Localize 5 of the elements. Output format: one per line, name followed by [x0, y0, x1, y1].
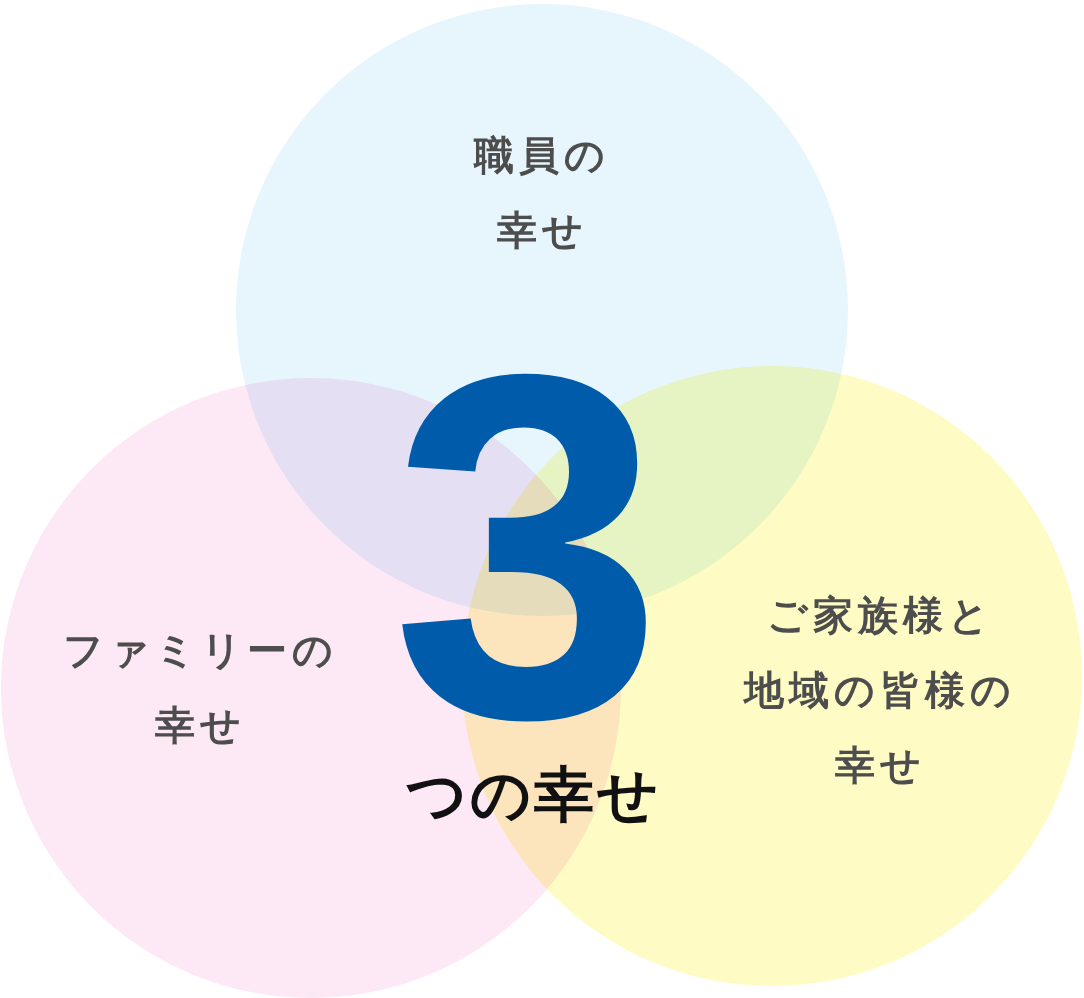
- circle-label: ファミリーの幸せ: [62, 626, 338, 750]
- heading-text: つの幸せ: [406, 760, 661, 829]
- large-numeral: 3: [391, 363, 663, 731]
- circle-label: 職員の幸せ: [474, 131, 610, 255]
- circle-label: ご家族様と地域の皆様の幸せ: [744, 591, 1016, 790]
